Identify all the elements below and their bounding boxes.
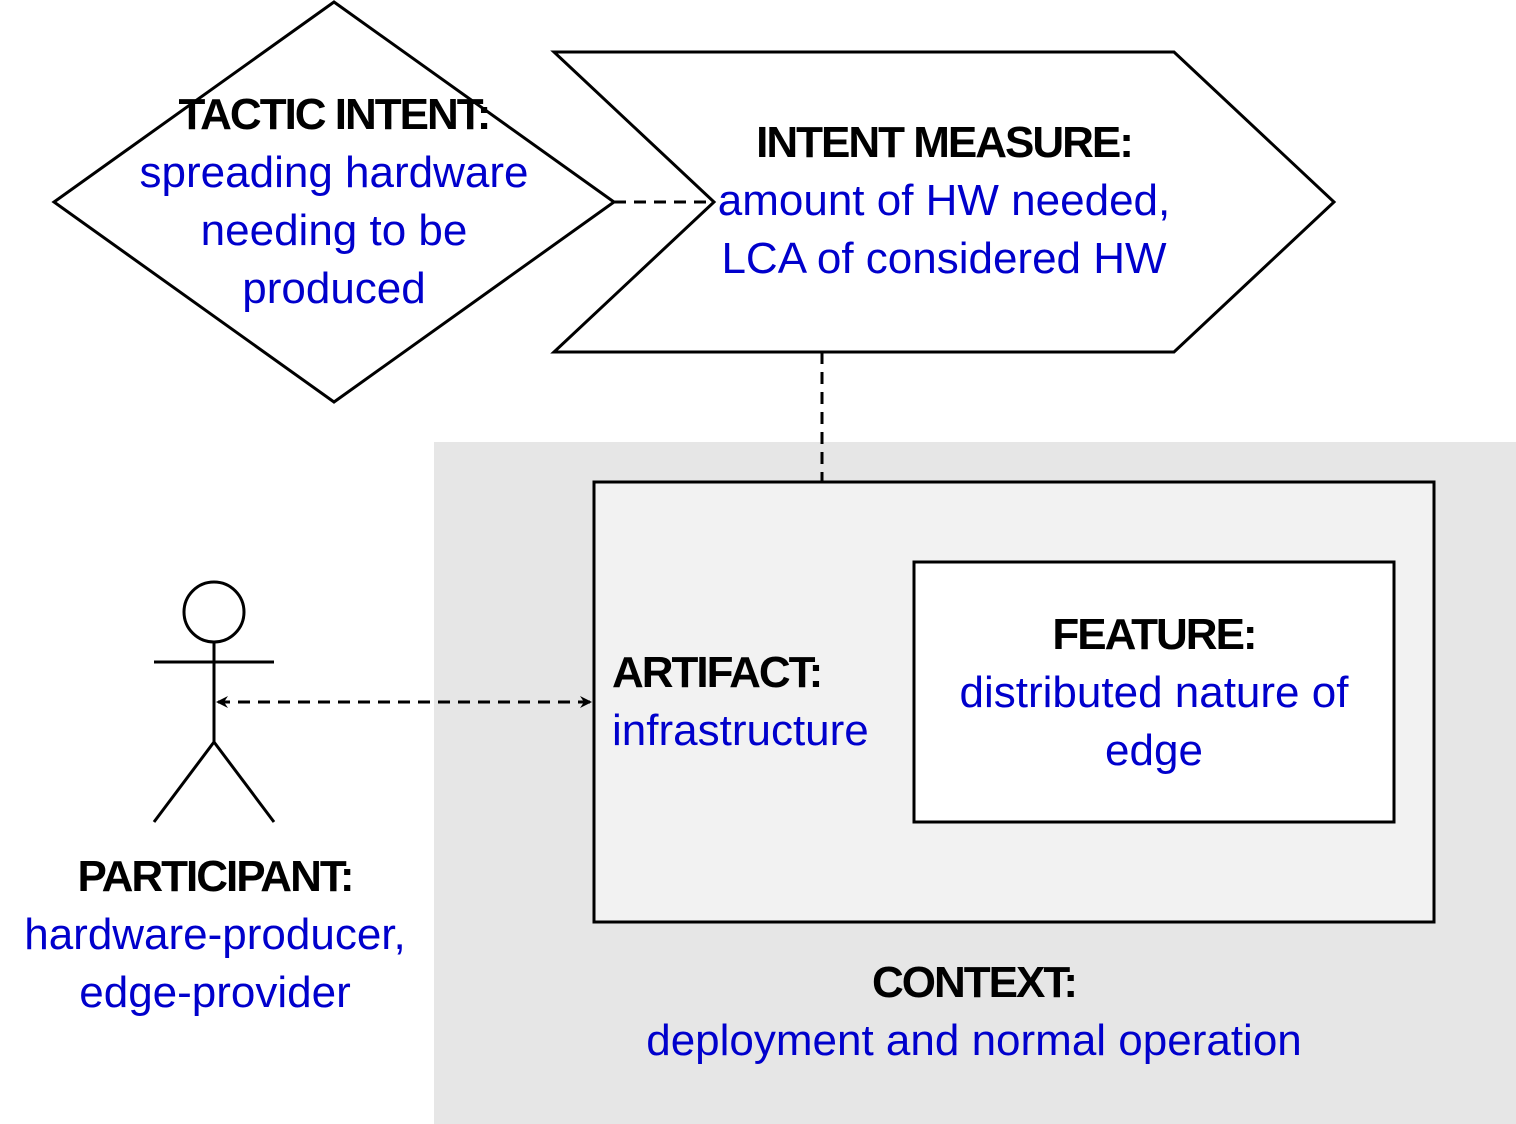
intent-measure-shape [550,50,1337,354]
participant-value: hardware-producer, edge-provider [24,910,406,1017]
tactic-intent-heading: TACTIC INTENT: [178,90,492,139]
intent-measure-label: INTENT MEASURE: amount of HW needed, LCA… [664,114,1224,288]
participant-label: PARTICIPANT: hardware-producer, edge-pro… [0,848,430,1022]
feature-heading: FEATURE: [1052,610,1257,659]
artifact-value: infrastructure [612,706,869,755]
context-heading: CONTEXT: [872,958,1078,1007]
feature-label: FEATURE: distributed nature of edge [914,606,1394,780]
context-value: deployment and normal operation [646,1016,1302,1065]
participant-heading: PARTICIPANT: [77,852,354,901]
feature-box [912,560,1396,824]
tactic-intent-diamond [51,0,617,404]
intent-measure-value: amount of HW needed, LCA of considered H… [717,176,1171,283]
feature-value: distributed nature of edge [959,668,1349,775]
participant-actor-icon [152,580,276,823]
tactic-intent-value: spreading hardware needing to be produce… [139,148,529,313]
intent-measure-heading: INTENT MEASURE: [756,118,1134,167]
artifact-heading: ARTIFACT: [612,648,823,697]
artifact-label: ARTIFACT: infrastructure [612,644,912,760]
tactic-intent-label: TACTIC INTENT: spreading hardware needin… [84,86,584,318]
context-label: CONTEXT: deployment and normal operation [594,954,1354,1070]
